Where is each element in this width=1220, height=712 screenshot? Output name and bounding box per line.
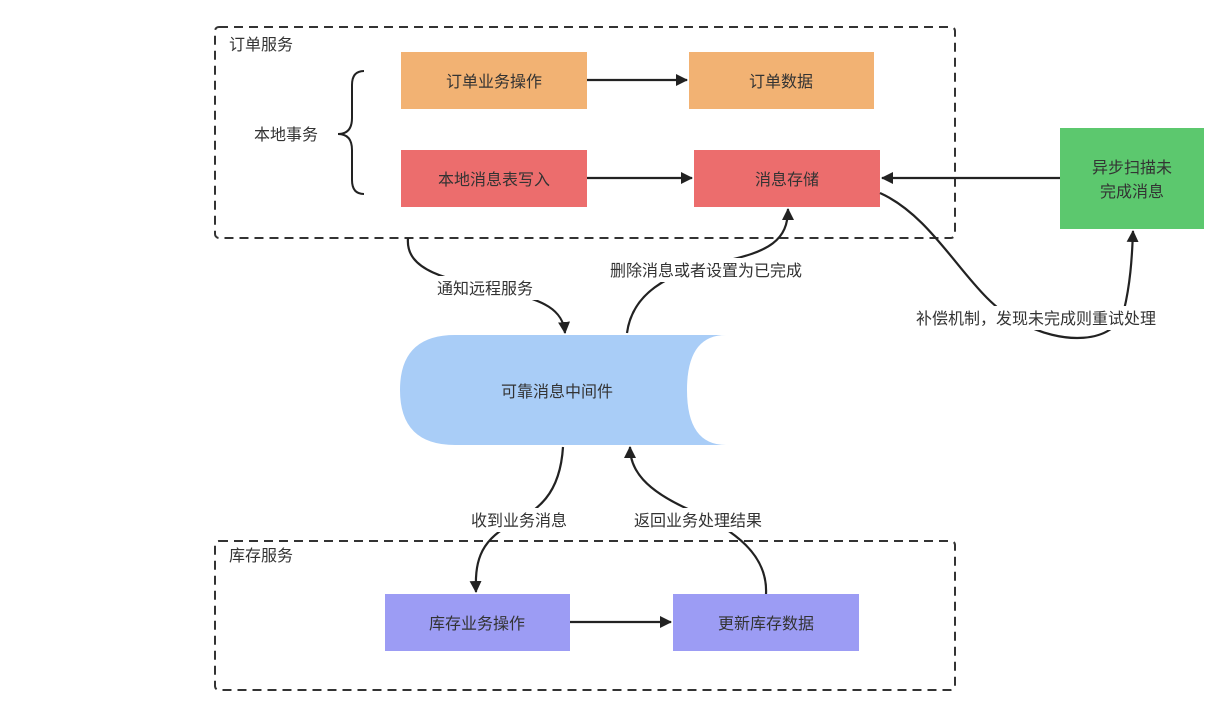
node-local-message-write: 本地消息表写入: [401, 150, 587, 207]
mq-cylinder-shape: [400, 335, 726, 445]
edge-label-return-result: 返回业务处理结果: [634, 511, 762, 530]
node-message-store-label: 消息存储: [755, 170, 819, 189]
edge-label-bg-delete: [585, 258, 828, 282]
node-update-inventory: 更新库存数据: [673, 594, 859, 651]
group-inventory-service-label: 库存服务: [229, 546, 293, 565]
node-message-store: 消息存储: [694, 150, 880, 207]
edge-label-receive-message: 收到业务消息: [471, 511, 567, 530]
node-async-scan: 异步扫描未 完成消息: [1060, 128, 1204, 229]
edge-label-notify-remote: 通知远程服务: [437, 279, 533, 298]
brace-label: 本地事务: [254, 125, 318, 144]
node-order-data-label: 订单数据: [749, 72, 813, 91]
local-transaction-brace: 本地事务: [254, 70, 365, 195]
node-order-operation: 订单业务操作: [401, 52, 587, 109]
node-inventory-operation-label: 库存业务操作: [429, 614, 525, 633]
node-order-data: 订单数据: [689, 52, 874, 109]
node-inventory-operation: 库存业务操作: [385, 594, 570, 651]
brace-shape: [337, 70, 365, 195]
edge-label-bg-compensation: [885, 306, 1187, 330]
edge-compensation: [879, 191, 1139, 340]
node-reliable-mq: 可靠消息中间件: [400, 335, 726, 445]
node-update-inventory-label: 更新库存数据: [718, 614, 814, 633]
node-reliable-mq-label: 可靠消息中间件: [501, 382, 613, 401]
group-order-service: 订单服务: [214, 26, 956, 239]
node-order-operation-label: 订单业务操作: [446, 72, 542, 91]
edge-label-bg-notify: [421, 276, 549, 300]
edge-label-bg-return: [616, 508, 780, 532]
group-order-service-border: [214, 26, 956, 239]
edge-label-delete-or-complete: 删除消息或者设置为已完成: [610, 261, 802, 280]
node-async-scan-label-line2: 完成消息: [1100, 182, 1164, 201]
edge-label-compensation: 补偿机制，发现未完成则重试处理: [916, 309, 1156, 328]
group-order-service-label: 订单服务: [229, 35, 293, 54]
node-local-message-write-label: 本地消息表写入: [438, 170, 550, 189]
edge-label-bg-receive: [455, 508, 583, 532]
node-async-scan-label-line1: 异步扫描未: [1092, 158, 1172, 177]
group-inventory-service-border: [214, 540, 956, 691]
group-inventory-service: 库存服务: [214, 540, 956, 691]
